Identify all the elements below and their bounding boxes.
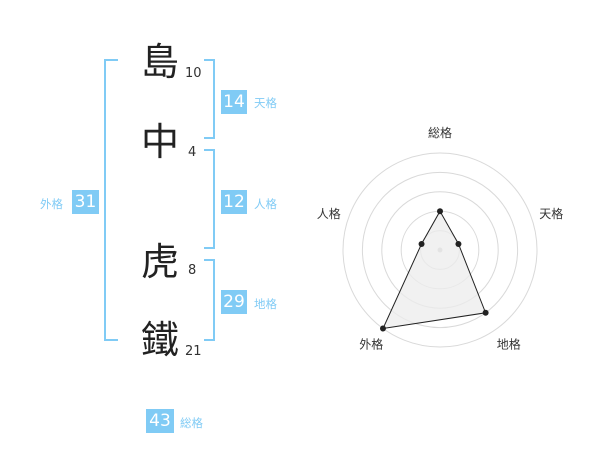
soukaku-label: 総格	[180, 416, 203, 430]
jinkaku-value-badge: 12	[221, 190, 247, 214]
jinkaku-bracket-bottom	[204, 247, 215, 249]
chikaku-bracket-top	[204, 259, 215, 261]
tenkaku-label: 天格	[254, 96, 277, 110]
chikaku-label: 地格	[254, 297, 277, 311]
tenkaku-bracket-top	[204, 59, 215, 61]
tenkaku-value-badge: 14	[221, 90, 247, 114]
tenkaku-bracket-vertical	[213, 59, 215, 139]
stroke-count-2: 4	[188, 145, 197, 160]
radar-point-4	[418, 241, 425, 248]
kanji-4: 鐵	[141, 318, 180, 362]
stroke-count-1: 10	[185, 66, 202, 81]
gaikaku-bracket-bottom	[104, 339, 118, 341]
radar-area	[382, 210, 487, 330]
radar-grid-ring-5	[342, 152, 538, 348]
stroke-count-4: 21	[185, 344, 202, 359]
soukaku-value-badge: 43	[146, 409, 174, 433]
gaikaku-value-badge: 31	[72, 190, 99, 214]
gaikaku-label: 外格	[40, 197, 63, 211]
radar-point-1	[455, 241, 462, 248]
jinkaku-bracket-top	[204, 149, 215, 151]
chikaku-bracket-vertical	[213, 259, 215, 341]
radar-point-3	[379, 325, 386, 332]
jinkaku-label: 人格	[254, 197, 277, 211]
tenkaku-bracket-bottom	[204, 137, 215, 139]
chikaku-bracket-bottom	[204, 339, 215, 341]
chikaku-value-badge: 29	[221, 290, 247, 314]
radar-axis-label-0: 総格	[428, 125, 452, 140]
radar-axis-label-1: 天格	[539, 206, 563, 221]
radar-axis-label-2: 地格	[497, 337, 521, 352]
radar-grid-ring-4	[361, 171, 519, 329]
kanji-3: 虎	[141, 240, 180, 284]
gaikaku-bracket-vertical	[104, 59, 106, 341]
radar-point-0	[437, 208, 443, 215]
radar-point-2	[482, 309, 489, 316]
jinkaku-bracket-vertical	[213, 149, 215, 249]
kanji-2: 中	[141, 120, 180, 164]
gaikaku-bracket-top	[104, 59, 118, 61]
kanji-1: 島	[141, 40, 180, 84]
radar-axis-label-4: 人格	[317, 206, 341, 221]
stroke-count-3: 8	[188, 263, 197, 278]
radar-axis-label-3: 外格	[359, 337, 383, 352]
